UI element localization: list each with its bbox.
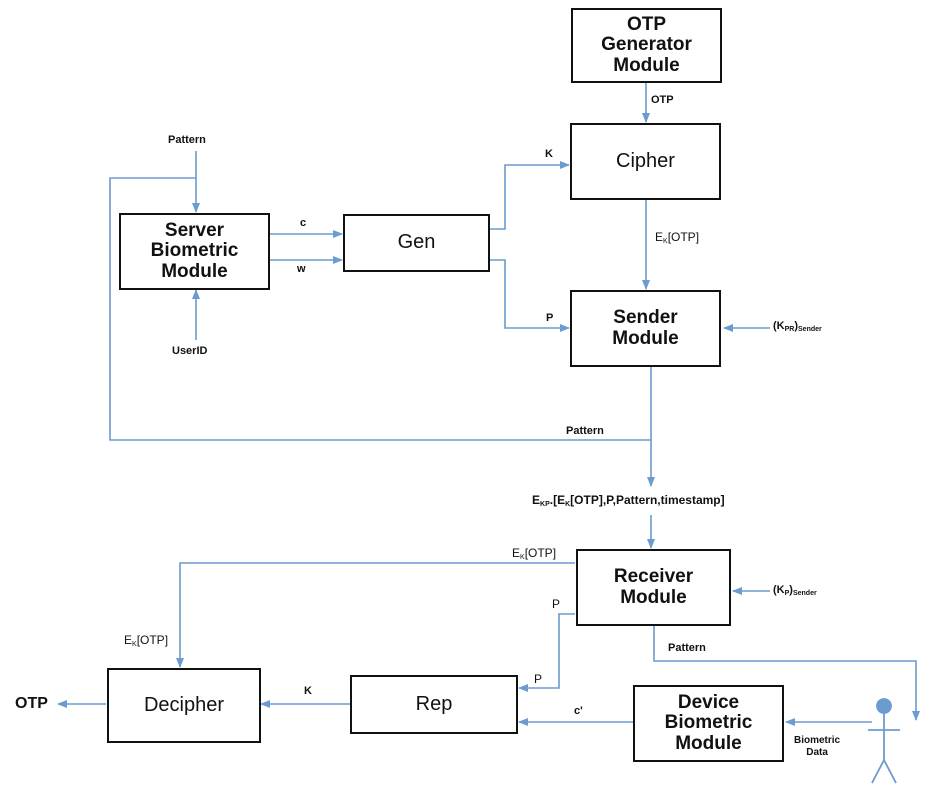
- label-ek-otp-cipher-rest: [OTP]: [667, 230, 700, 244]
- otp-generator-module-box: OTP Generator Module: [571, 8, 722, 83]
- decipher-label: Decipher: [143, 693, 225, 716]
- label-kp-close: ): [789, 584, 793, 596]
- label-p-rep: P: [534, 672, 543, 686]
- label-biometric-line-1: Biometric: [794, 735, 841, 746]
- server-biometric-module-box: Server Biometric Module: [119, 213, 270, 290]
- receiver-line-2: Module: [620, 586, 687, 608]
- sender-module-box: Sender Module: [570, 290, 721, 367]
- label-k-rep: K: [304, 685, 312, 697]
- label-userid: UserID: [172, 345, 208, 357]
- label-pattern-receiver: Pattern: [668, 642, 706, 654]
- device-biometric-line-2: Biometric: [664, 712, 753, 734]
- label-ek-otp-left-e: E: [124, 633, 133, 647]
- label-kpr-open: (K: [773, 320, 785, 332]
- label-kpr-sender: (KPR)Sender: [773, 320, 822, 333]
- decipher-box: Decipher: [107, 668, 261, 743]
- label-kp-sub1: P: [784, 590, 790, 597]
- label-message-sub1: KP: [540, 501, 550, 508]
- label-message-sub2: K: [565, 501, 571, 508]
- device-biometric-line-1: Device: [677, 691, 740, 713]
- cipher-box: Cipher: [570, 123, 721, 200]
- label-pattern-top: Pattern: [168, 134, 206, 146]
- label-k-cipher: K: [545, 148, 553, 160]
- gen-label: Gen: [397, 231, 436, 254]
- device-biometric-module-box: Device Biometric Module: [633, 685, 784, 762]
- rep-box: Rep: [350, 675, 518, 734]
- gen-box: Gen: [343, 214, 490, 272]
- label-p-sender: P: [546, 312, 554, 324]
- label-message-e: E: [532, 493, 541, 507]
- label-pattern-mid: Pattern: [566, 425, 604, 437]
- label-ek-otp-cipher-sub: K: [663, 238, 668, 245]
- receiver-module-box: Receiver Module: [576, 549, 731, 626]
- label-c: c: [300, 217, 307, 229]
- label-ek-otp-left-rest: [OTP]: [136, 633, 169, 647]
- label-ek-otp-left-sub: K: [132, 641, 137, 648]
- sender-line-2: Module: [612, 327, 679, 349]
- label-ek-otp-cipher: EK[OTP]: [655, 230, 699, 245]
- server-biometric-line-3: Module: [161, 260, 228, 282]
- label-ek-otp-left: EK[OTP]: [124, 633, 168, 648]
- label-kpr-sub2: Sender: [798, 326, 822, 333]
- cipher-label: Cipher: [616, 149, 675, 172]
- server-biometric-line-2: Biometric: [150, 240, 239, 262]
- label-ek-otp-cipher-e: E: [655, 230, 664, 244]
- label-ek-otp-recv-rest: [OTP]: [524, 546, 557, 560]
- label-c-prime: c': [574, 705, 583, 717]
- arrow-receiver-to-user: [653, 626, 920, 721]
- label-otp-output: OTP: [15, 695, 48, 712]
- label-ek-otp-recv-sub: K: [520, 554, 525, 561]
- label-ek-otp-receiver: EK[OTP]: [512, 546, 556, 561]
- label-ek-otp-recv-e: E: [512, 546, 521, 560]
- label-message-rest: [OTP],P,Pattern,timestamp]: [570, 493, 725, 507]
- label-message: EKP.[EK[OTP],P,Pattern,timestamp]: [532, 493, 725, 508]
- label-p-receiver: P: [552, 597, 561, 611]
- otp-generator-line-3: Module: [613, 54, 680, 76]
- label-kpr-sub1: PR: [784, 326, 795, 333]
- label-message-mid: .[E: [549, 493, 566, 507]
- sender-line-1: Sender: [613, 306, 678, 328]
- label-kp-open: (K: [773, 584, 785, 596]
- rep-label: Rep: [415, 692, 453, 715]
- label-kp-sub2: Sender: [792, 590, 817, 597]
- arrow-gen-to-sender: [490, 259, 570, 332]
- arrow-receiver-to-decipher: [176, 562, 575, 668]
- label-w: w: [297, 263, 306, 275]
- otp-generator-line-1: OTP: [626, 13, 667, 35]
- label-biometric-data: Biometric Data: [794, 735, 840, 758]
- user-figure-icon: [868, 698, 900, 784]
- label-kpr-close: ): [794, 320, 799, 332]
- otp-generator-line-2: Generator: [601, 34, 692, 56]
- label-kp-sender: (KP)Sender: [773, 584, 817, 597]
- label-biometric-line-2: Data: [806, 746, 828, 758]
- device-biometric-line-3: Module: [675, 732, 742, 754]
- arrow-gen-to-cipher: [490, 161, 570, 230]
- server-biometric-line-1: Server: [164, 219, 225, 241]
- label-otp-gen-out: OTP: [651, 94, 674, 106]
- arrow-receiver-to-rep: [518, 613, 575, 692]
- arrow-pattern-loop: [109, 177, 651, 441]
- receiver-line-1: Receiver: [613, 565, 694, 587]
